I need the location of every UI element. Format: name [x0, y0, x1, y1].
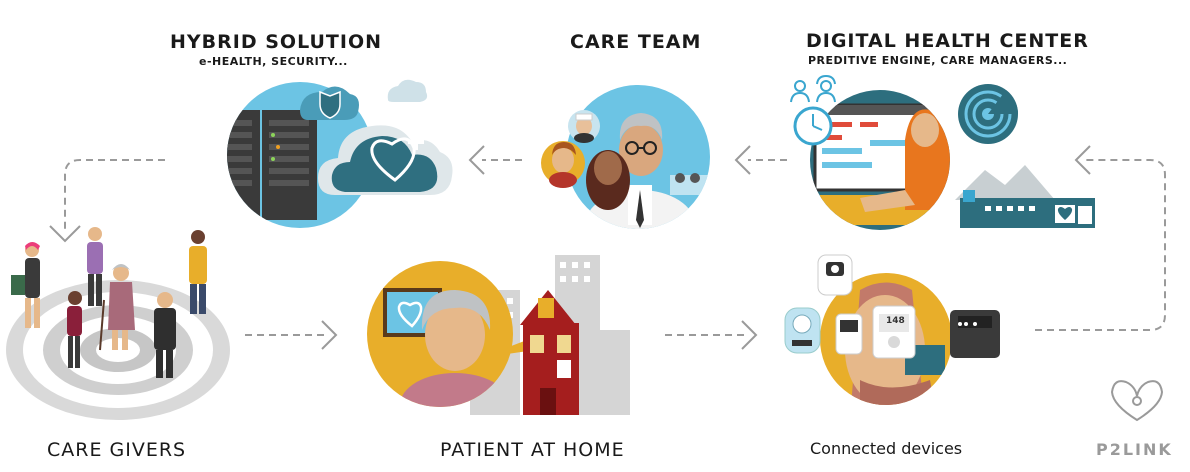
- care-givers-illustration: [6, 227, 230, 420]
- elderly-woman-with-cane: [99, 264, 135, 351]
- clock-24-7-icon: [793, 106, 833, 146]
- smart-scale-device: [950, 310, 1000, 358]
- flow-arrows: [49, 145, 1166, 350]
- heart-cross-icon: [370, 137, 416, 182]
- p2link-logo: [1110, 380, 1164, 422]
- connected-devices-title: Connected devices: [810, 439, 963, 458]
- patient-at-home-title: PATIENT AT HOME: [440, 439, 625, 461]
- arrow-devices-to-center: [1035, 159, 1166, 331]
- digital-health-center-title: DIGITAL HEALTH CENTER: [806, 30, 1089, 52]
- hybrid-solution-illustration: [227, 79, 453, 228]
- care-team-illustration: [541, 85, 710, 229]
- patient-at-home-illustration: [367, 255, 630, 415]
- care-team-title: CARE TEAM: [570, 31, 702, 53]
- music-cloud-icon: [387, 79, 428, 102]
- glucose-meter-device: [835, 313, 863, 355]
- caregiver-man-yellow: [189, 230, 207, 314]
- care-givers-title: CARE GIVERS: [47, 439, 187, 461]
- radar-icon: [958, 84, 1018, 144]
- digital-health-center-subtitle: PREDITIVE ENGINE, CARE MANAGERS...: [808, 54, 1068, 67]
- arrowhead-hybrid: [468, 145, 485, 175]
- arrowhead-team: [734, 145, 751, 175]
- arrowhead-center: [1074, 145, 1091, 175]
- arrowhead-devices: [741, 320, 758, 350]
- caregiver-woman-pink-hair: [11, 242, 40, 328]
- connected-devices-illustration: [784, 254, 1000, 405]
- digital-health-center-illustration: [790, 74, 1095, 230]
- wall-sensor-device: [817, 254, 853, 296]
- health-center-building: [955, 165, 1095, 228]
- bp-monitor-device: [872, 305, 916, 359]
- red-house: [520, 290, 579, 415]
- hybrid-solution-subtitle: e-HEALTH, SECURITY...: [199, 55, 348, 68]
- care-managers-icon: [790, 74, 836, 103]
- hybrid-solution-title: HYBRID SOLUTION: [170, 31, 383, 53]
- thermometer-device: [784, 307, 821, 354]
- arrowhead-patient: [321, 320, 338, 350]
- caregiver-woman-purple: [87, 227, 103, 306]
- caregiver-woman-red: [67, 291, 82, 368]
- elderly-man-dark-coat: [154, 292, 176, 378]
- arrowhead-caregivers: [49, 225, 81, 243]
- bp-monitor-reading: 148: [886, 316, 905, 326]
- p2link-brand-name: P2LINK: [1096, 440, 1173, 459]
- arrow-hybrid-to-caregivers: [64, 159, 165, 230]
